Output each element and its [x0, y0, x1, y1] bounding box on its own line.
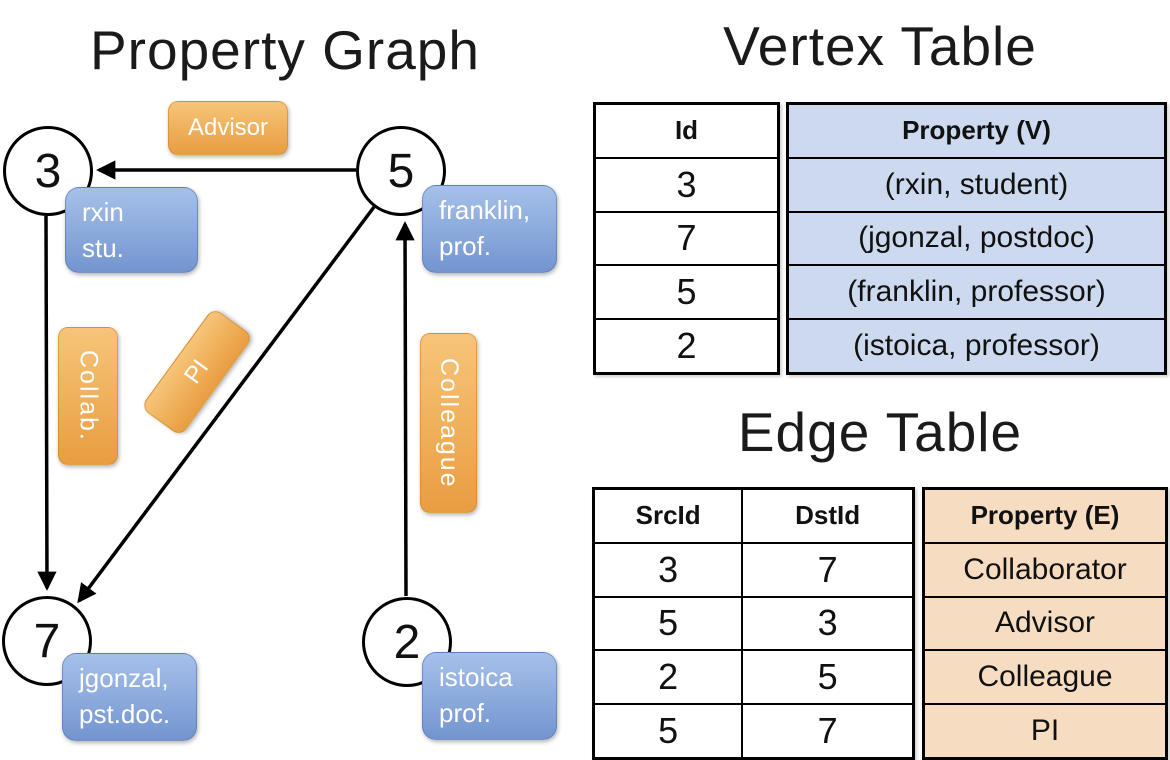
edge-table-header-dstid: DstId [741, 490, 912, 542]
vertex-prop-franklin-line2: prof. [439, 231, 492, 261]
edge-table-cell-dstid: 7 [741, 705, 912, 757]
vertex-prop-rxin-line2: stu. [82, 233, 124, 263]
vertex-node-2-id: 2 [393, 615, 421, 669]
vertex-table-row-property: (franklin, professor) [789, 264, 1164, 318]
edge-label-advisor: Advisor [168, 101, 288, 155]
edge-table-cell-srcid: 5 [658, 710, 679, 752]
vertex-prop-box-franklin: franklin, prof. [422, 185, 557, 273]
edge-table-cell-srcid: 2 [658, 656, 679, 698]
graph-edges-layer [37, 160, 415, 604]
edge-table-header-srcid: SrcId [635, 500, 701, 531]
edge-table-title: Edge Table [737, 401, 1023, 463]
edge-table-cell-property: Collaborator [925, 541, 1165, 596]
vertex-table-row-property: (rxin, student) [789, 156, 1164, 211]
edge-table-row: 5 7 [595, 703, 912, 757]
vertex-table-row-id: 5 [596, 264, 777, 318]
edge-label-colleague: Colleague [420, 333, 477, 513]
vertex-prop-rxin-line1: rxin [82, 197, 124, 227]
vertex-table-header-property: Property (V) [902, 115, 1051, 146]
vertex-prop-jgonzal-line1: jgonzal, [79, 663, 169, 693]
vertex-node-5: 5 [356, 126, 446, 216]
vertex-node-2: 2 [362, 597, 452, 687]
vertex-table-id-column: Id 3 7 5 2 [593, 102, 780, 375]
vertex-prop-box-jgonzal: jgonzal, pst.doc. [62, 653, 197, 741]
edge-table-row: 2 5 [595, 649, 912, 704]
edge-table-cell-property: Colleague [925, 649, 1165, 703]
edge-table-header-row: SrcId DstId [595, 490, 912, 542]
property-graph-title: Property Graph [89, 19, 480, 81]
vertex-table-row-property: (jgonzal, postdoc) [789, 210, 1164, 265]
edge-table-cell-dstid: 5 [741, 651, 912, 704]
edge-table-property-column: Property (E) Collaborator Advisor Collea… [922, 487, 1168, 760]
vertex-table-row-id: 3 [596, 156, 777, 211]
vertex-table-header-id: Id [674, 115, 699, 146]
vertex-node-3-id: 3 [34, 144, 62, 198]
edge-label-collab: Collab. [58, 327, 118, 465]
vertex-table-property-column: Property (V) (rxin, student) (jgonzal, p… [786, 102, 1167, 375]
vertex-table-row-id: 2 [596, 318, 777, 372]
edge-table-row: 3 7 [595, 541, 912, 596]
edge-table-cell-property: Advisor [925, 595, 1165, 650]
edge-table-cell-property: PI [925, 703, 1165, 757]
vertex-prop-box-rxin: rxin stu. [65, 187, 198, 273]
edge-table-cell-srcid: 5 [658, 602, 679, 644]
edge-table-cell-srcid: 3 [658, 548, 679, 590]
vertex-table-row-property: (istoica, professor) [789, 318, 1164, 372]
vertex-prop-istoica-line2: prof. [439, 698, 492, 728]
vertex-table-title: Vertex Table [723, 15, 1037, 77]
edge-label-collab-text: Collab. [74, 350, 103, 442]
edge-label-pi-text: PI [179, 354, 215, 389]
edge-collab-3-to-7 [37, 215, 57, 591]
vertex-prop-jgonzal-line2: pst.doc. [79, 699, 171, 729]
edge-label-advisor-text: Advisor [187, 114, 269, 141]
edge-colleague-2-to-5 [395, 221, 415, 597]
vertex-prop-franklin-line1: franklin, [439, 195, 531, 225]
edge-pi-5-to-7 [77, 205, 376, 604]
edge-table-header-property: Property (E) [970, 500, 1120, 531]
vertex-node-7-id: 7 [33, 614, 61, 668]
edge-label-colleague-text: Colleague [435, 357, 463, 489]
vertex-prop-istoica-line1: istoica [439, 662, 513, 692]
edge-table-row: 5 3 [595, 595, 912, 650]
vertex-table-row-id: 7 [596, 210, 777, 265]
edge-table-cell-dstid: 3 [741, 597, 912, 650]
edge-table-id-columns: SrcId DstId 3 7 5 3 2 5 5 7 [592, 487, 915, 760]
vertex-node-5-id: 5 [387, 144, 415, 198]
vertex-prop-box-istoica: istoica prof. [422, 652, 557, 740]
edge-table-cell-dstid: 7 [741, 543, 912, 596]
